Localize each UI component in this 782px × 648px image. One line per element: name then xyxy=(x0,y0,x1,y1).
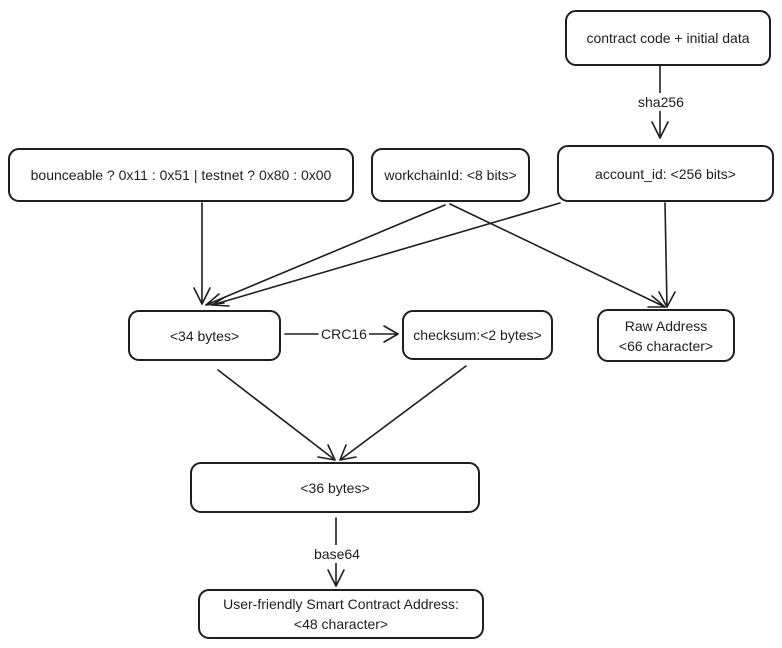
arrowhead-36bytes-to-userfriendly xyxy=(327,569,345,587)
checksum-text: checksum:<2 bytes> xyxy=(413,327,542,343)
arrowhead-34bytes-to-36bytes xyxy=(317,444,336,461)
base64-label: base64 xyxy=(312,545,362,563)
arrowhead-contract-to-account xyxy=(651,121,669,139)
user-friendly-line2: <48 character> xyxy=(293,616,389,632)
arrowhead-34bytes-to-checksum xyxy=(383,325,399,343)
bytes34-text: <34 bytes> xyxy=(169,327,240,344)
arrowhead-workchain-to-raw xyxy=(647,295,666,308)
arrow-34bytes-to-36bytes xyxy=(217,369,336,461)
bytes34-node: <34 bytes> xyxy=(128,310,281,361)
arrowhead-account-to-raw xyxy=(658,291,676,308)
bounceable-node: bounceable ? 0x11 : 0x51 | testnet ? 0x8… xyxy=(8,148,354,202)
account-id-text: account_id: <256 bits> xyxy=(595,165,736,182)
workchain-node: workchainId: <8 bits> xyxy=(371,148,530,202)
arrow-account-to-raw xyxy=(664,202,668,308)
user-friendly-node: User-friendly Smart Contract Address: <4… xyxy=(198,589,484,639)
account-id-node: account_id: <256 bits> xyxy=(557,145,774,202)
raw-address-node: Raw Address <66 character> xyxy=(597,309,735,362)
bytes36-text: <36 bytes> xyxy=(300,479,370,496)
arrow-workchain-to-raw xyxy=(449,203,666,308)
arrow-account-to-34bytes xyxy=(211,202,561,306)
bytes36-node: <36 bytes> xyxy=(190,462,480,513)
arrowhead-checksum-to-36bytes xyxy=(339,444,357,461)
user-friendly-line1: User-friendly Smart Contract Address: xyxy=(223,596,459,612)
contract-code-node: contract code + initial data xyxy=(565,10,771,66)
arrowhead-bounceable-to-34bytes xyxy=(193,287,211,305)
sha256-label: sha256 xyxy=(636,93,686,111)
workchain-text: workchainId: <8 bits> xyxy=(384,167,517,183)
contract-code-text: contract code + initial data xyxy=(586,30,750,46)
raw-address-line2: <66 character> xyxy=(618,337,714,354)
checksum-node: checksum:<2 bytes> xyxy=(402,310,553,360)
arrowhead-account-to-34bytes xyxy=(211,296,230,307)
arrow-workchain-to-34bytes xyxy=(205,204,446,306)
crc16-label: CRC16 xyxy=(319,325,369,343)
raw-address-line1: Raw Address xyxy=(624,317,708,334)
bounceable-text: bounceable ? 0x11 : 0x51 | testnet ? 0x8… xyxy=(30,167,332,183)
arrow-checksum-to-36bytes xyxy=(339,365,467,461)
